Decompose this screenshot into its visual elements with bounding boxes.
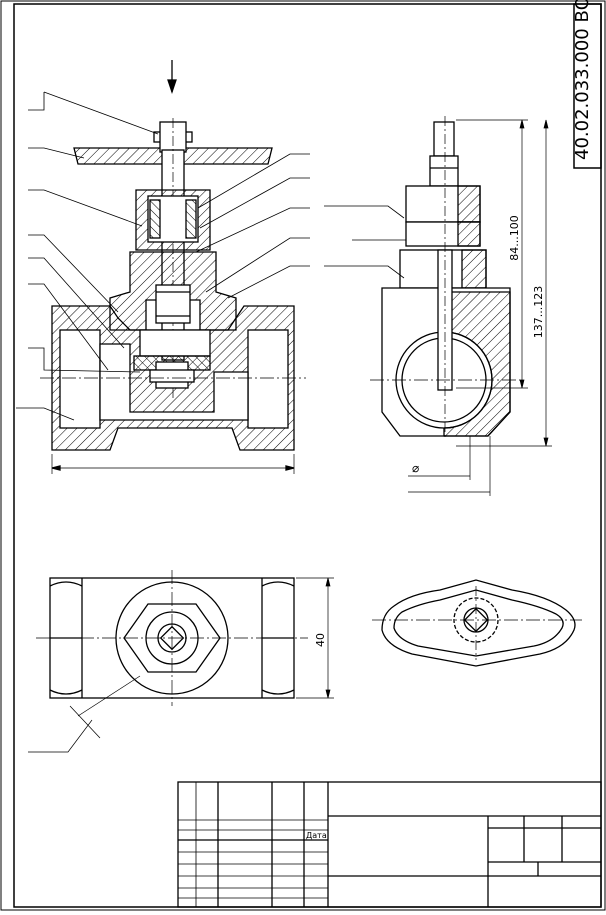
front-section-view (40, 60, 306, 474)
top-view (36, 570, 308, 706)
handwheel-view (372, 579, 582, 667)
stroke-range-label: 84...100 (508, 215, 521, 260)
title-block (177, 781, 602, 908)
side-leaders (324, 205, 406, 279)
top-dimensions (28, 577, 334, 753)
side-dimensions (408, 119, 552, 496)
title-block-date-label: Дата (306, 831, 327, 840)
width-label: 40 (314, 633, 327, 647)
drawing-code: 40.02.033.000 ВО (572, 0, 593, 160)
side-view (370, 116, 520, 440)
height-range-label: 137...123 (532, 286, 545, 338)
diameter-symbol: ⌀ (412, 461, 419, 475)
front-leaders (16, 91, 310, 421)
